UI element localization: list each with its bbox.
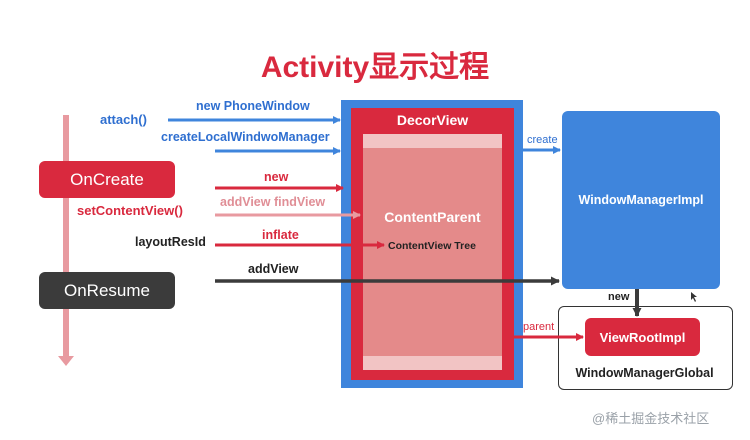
window-manager-global-label: WindowManagerGlobal [575, 366, 714, 380]
content-parent-box [363, 134, 502, 370]
layout-res-id-label: layoutResId [135, 235, 206, 249]
add-view-find-view-label: addView findView [220, 195, 326, 209]
page-title: Activity显示过程 [260, 51, 490, 84]
content-parent-label: ContentParent [384, 209, 481, 225]
new-view-root-label: new [608, 291, 630, 303]
decor-view-label: DecorView [396, 112, 469, 128]
content-parent-top-band [363, 134, 502, 148]
new-decor-label: new [264, 170, 289, 184]
parent-label: parent [523, 321, 555, 333]
watermark: @稀土掘金技术社区 [592, 411, 710, 426]
create-label: create [527, 134, 558, 146]
inflate-label: inflate [262, 228, 299, 242]
cursor-icon [691, 292, 697, 302]
attach-label: attach() [100, 112, 147, 127]
view-root-impl-box: ViewRootImpl [585, 318, 700, 356]
content-parent-bottom-band [363, 356, 502, 370]
onresume-box: OnResume [39, 272, 175, 309]
lifecycle-timeline [63, 115, 69, 360]
lifecycle-timeline-arrowhead [58, 356, 74, 366]
oncreate-box: OnCreate [39, 161, 175, 198]
content-view-tree-label: ContentView Tree [388, 240, 476, 252]
new-phone-window-label: new PhoneWindow [196, 99, 310, 113]
window-manager-impl-box: WindowManagerImpl [562, 111, 720, 289]
add-view-label: addView [248, 262, 299, 276]
set-content-view-label: setContentView() [77, 203, 183, 218]
create-local-window-manager-label: createLocalWindwoManager [161, 130, 330, 144]
